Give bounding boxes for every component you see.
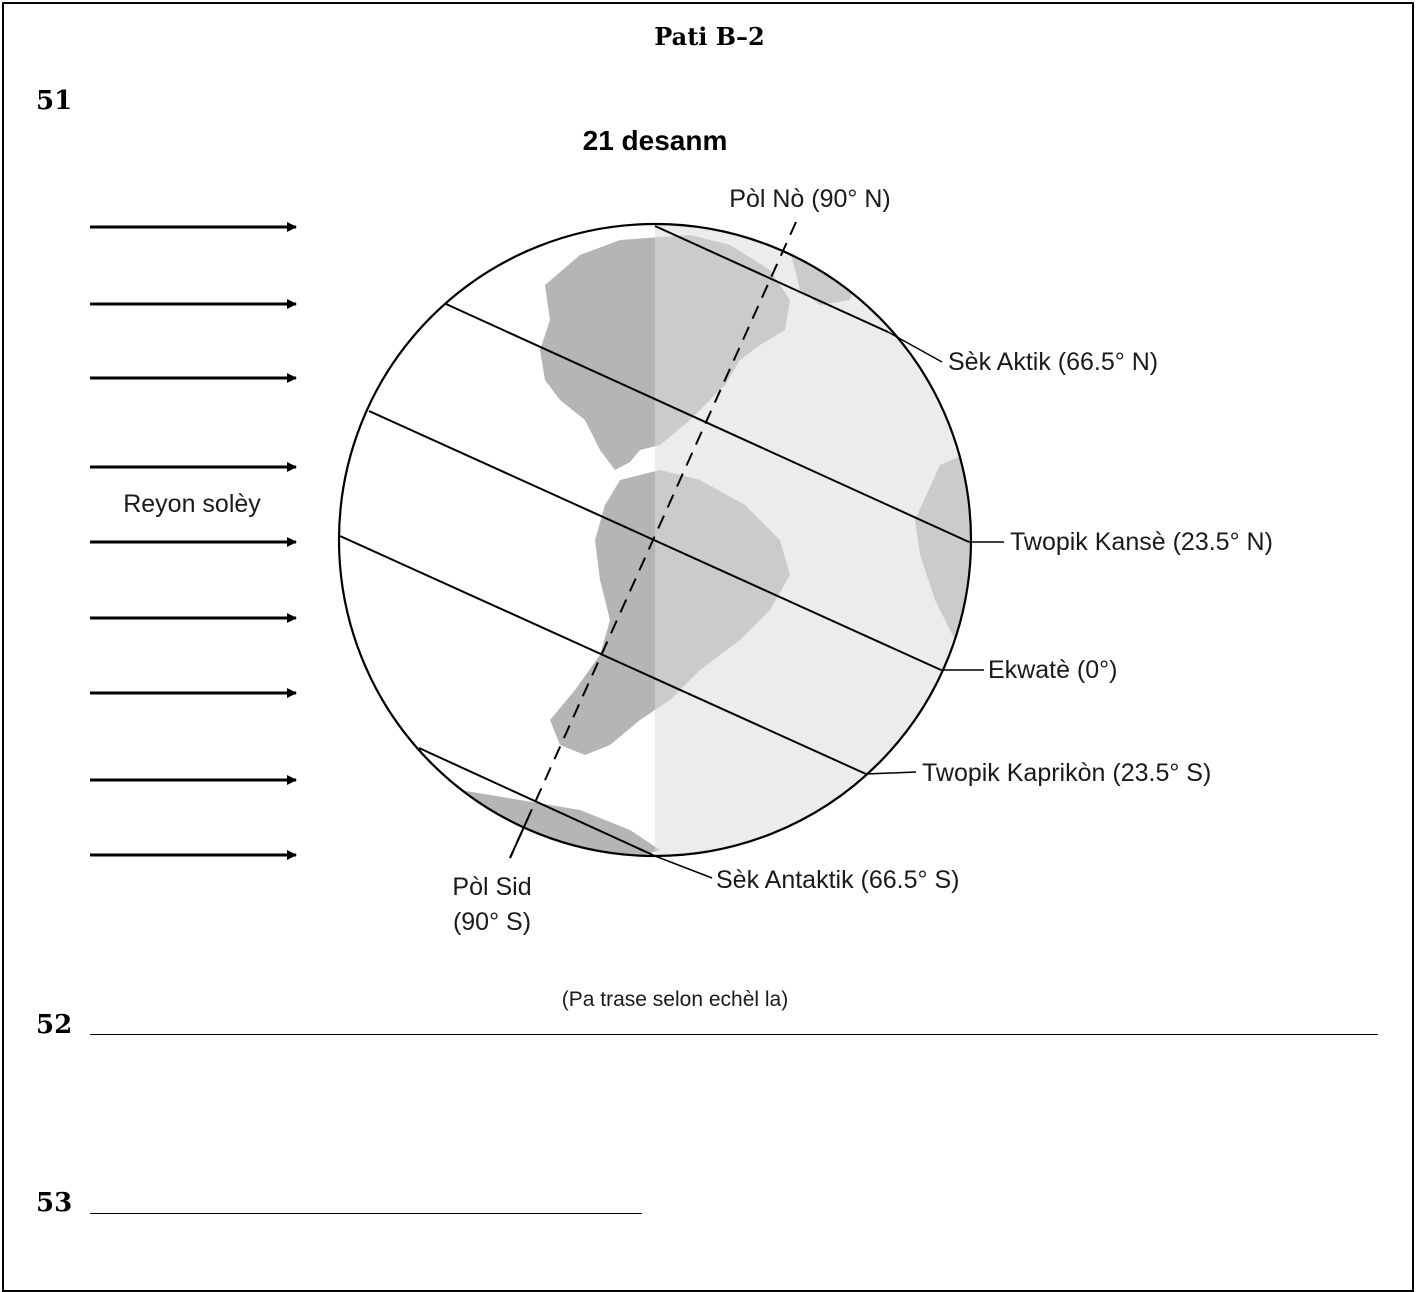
answer-line-52[interactable] (90, 1034, 1378, 1035)
tropic-cancer-line (445, 303, 970, 543)
sun-rays-label: Reyon solèy (123, 490, 261, 518)
capricorn-leader (865, 771, 917, 775)
question-number-52: 52 (36, 1010, 73, 1040)
question-number-51: 51 (36, 86, 73, 116)
part-title: Pati B–2 (654, 22, 765, 51)
north-pole-label: Pòl Nò (90° N) (729, 185, 890, 213)
tropic-capricorn-line (339, 535, 867, 775)
arctic-leader (887, 331, 943, 363)
tropic-capricorn-label: Twopik Kaprikòn (23.5° S) (922, 759, 1211, 787)
answer-line-53[interactable] (90, 1213, 642, 1214)
antarctic-leader (654, 855, 713, 879)
scale-note: (Pa trase selon echèl la) (562, 988, 788, 1011)
south-pole-degrees-label: (90° S) (453, 908, 531, 936)
equator-line (368, 410, 942, 671)
diagram-title: 21 desanm (583, 125, 728, 156)
sun-rays (90, 222, 297, 860)
question-number-53: 53 (36, 1188, 73, 1218)
arctic-circle-line (654, 225, 889, 333)
axis-end (509, 817, 529, 859)
arctic-circle-label: Sèk Aktik (66.5° N) (948, 348, 1158, 376)
antarctic-circle-line (418, 747, 656, 857)
earth-axis (509, 221, 797, 859)
tropic-cancer-label: Twopik Kansè (23.5° N) (1010, 528, 1273, 556)
south-pole-label: Pòl Sid (452, 873, 531, 901)
globe (339, 224, 971, 856)
antarctic-circle-label: Sèk Antaktik (66.5° S) (716, 866, 959, 894)
equator-label: Ekwatè (0°) (988, 656, 1117, 684)
